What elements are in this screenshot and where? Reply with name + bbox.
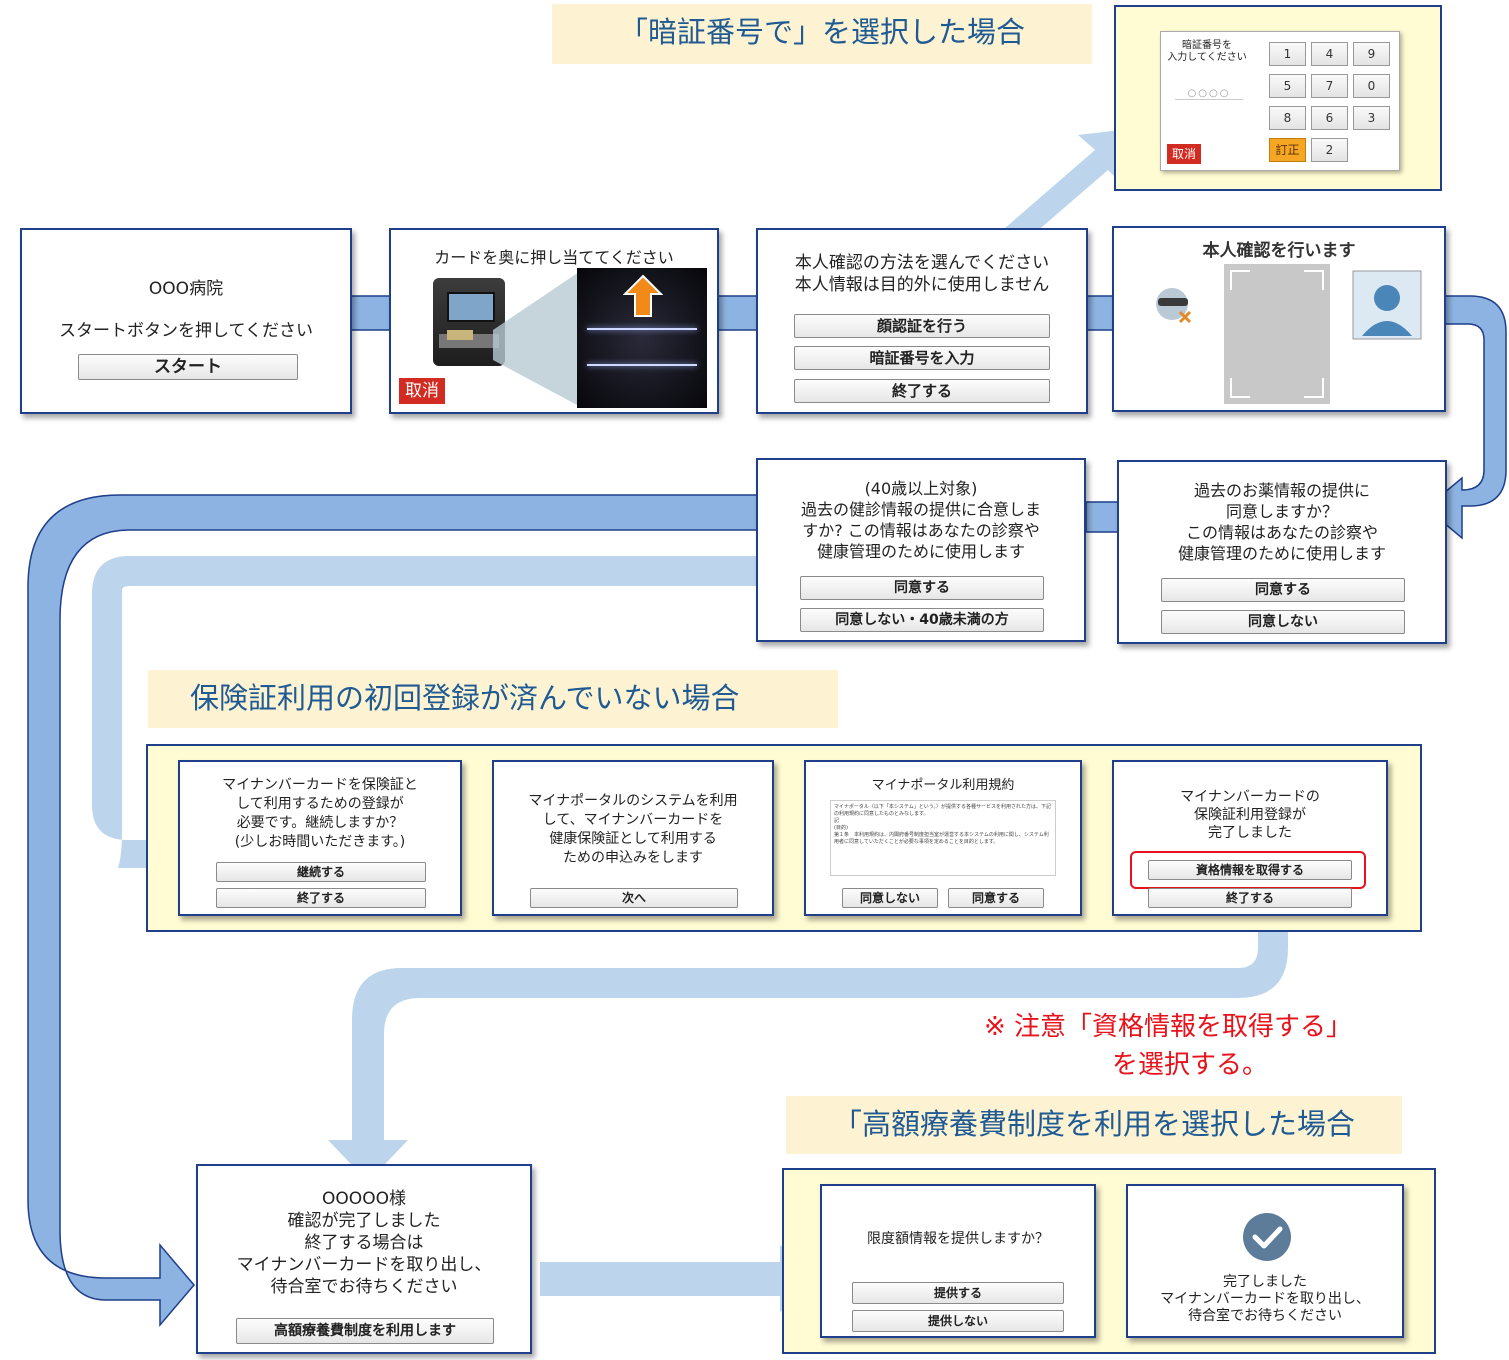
- checkup-agree-button[interactable]: 同意する: [800, 576, 1044, 600]
- pin-screen: 暗証番号を 入力してください ○○○○ 1 4 9 5 7 0 8 6 3 訂正…: [1160, 31, 1400, 171]
- arrow-to-final: [328, 918, 1288, 1182]
- banner-high-cost: 「高額療養費制度を利用を選択した場合: [786, 1096, 1402, 1154]
- medicine-disagree-button[interactable]: 同意しない: [1161, 610, 1405, 634]
- key-6[interactable]: 6: [1311, 106, 1348, 130]
- key-5[interactable]: 5: [1269, 74, 1306, 98]
- not-provide-button[interactable]: 提供しない: [852, 1310, 1064, 1332]
- medicine-message: 過去のお薬情報の提供に 同意しますか？ この情報はあなたの診察や 健康管理のため…: [1177, 481, 1386, 563]
- screen-method: 本人確認の方法を選んでください 本人情報は目的外に使用しません 顔認証を行う 暗…: [756, 228, 1088, 414]
- provide-button[interactable]: 提供する: [852, 1282, 1064, 1304]
- key-0[interactable]: 0: [1353, 74, 1390, 98]
- connector-medicine-checkup: [1085, 501, 1121, 533]
- key-1[interactable]: 1: [1269, 42, 1306, 66]
- arrow-to-pin: [1005, 128, 1138, 246]
- method-end-button[interactable]: 終了する: [794, 379, 1050, 403]
- key-3[interactable]: 3: [1353, 106, 1390, 130]
- registration-complete-end-button[interactable]: 終了する: [1148, 888, 1352, 908]
- screen-checkup-consent: (40歳以上対象) 過去の健診情報の提供に合意しま すか? この情報はあなたの診…: [756, 458, 1086, 642]
- start-message: スタートボタンを押してください: [59, 321, 313, 341]
- key-8[interactable]: 8: [1269, 106, 1306, 130]
- start-button[interactable]: スタート: [78, 354, 298, 380]
- terms-agree-button[interactable]: 同意する: [948, 888, 1044, 908]
- arrow-to-limit: [540, 1245, 822, 1312]
- arrow-uturn-right: [1424, 295, 1507, 540]
- final-message: OOOOO様 確認が完了しました 終了する場合は マイナンバーカードを取り出し、…: [236, 1189, 492, 1297]
- arrow-outer-loop: [27, 494, 759, 1328]
- high-cost-button[interactable]: 高額療養費制度を利用します: [236, 1318, 494, 1344]
- medicine-agree-button[interactable]: 同意する: [1161, 578, 1405, 602]
- key-2[interactable]: 2: [1311, 138, 1348, 162]
- connector-card-method: [717, 295, 761, 331]
- screen-limit: 限度額情報を提供しますか？ 提供する 提供しない: [820, 1184, 1096, 1338]
- terms-title: マイナポータル利用規約: [871, 778, 1015, 793]
- screen-medicine-consent: 過去のお薬情報の提供に 同意しますか？ この情報はあなたの診察や 健康管理のため…: [1117, 460, 1447, 644]
- terms-disagree-button[interactable]: 同意しない: [842, 888, 938, 908]
- screen-final: OOOOO様 確認が完了しました 終了する場合は マイナンバーカードを取り出し、…: [196, 1164, 532, 1354]
- screen-done: 完了しました マイナンバーカードを取り出し、 待合室でお待ちください: [1126, 1184, 1404, 1338]
- screen-portal: マイナポータルのシステムを利用 して、マイナンバーカードを 健康保険証として利用…: [492, 760, 774, 916]
- screen-start: OOO病院 スタートボタンを押してください スタート: [20, 228, 352, 414]
- done-message: 完了しました マイナンバーカードを取り出し、 待合室でお待ちください: [1160, 1274, 1370, 1324]
- key-7[interactable]: 7: [1311, 74, 1348, 98]
- pin-dots: ○○○○: [1175, 88, 1243, 100]
- face-auth-button[interactable]: 顔認証を行う: [794, 314, 1050, 338]
- key-correct[interactable]: 訂正: [1269, 138, 1306, 162]
- face-title: 本人確認を行います: [1202, 241, 1356, 261]
- limit-message: 限度額情報を提供しますか？: [867, 1231, 1049, 1247]
- banner-pin-case: 「暗証番号で」を選択した場合: [552, 4, 1092, 64]
- screen-face-auth: 本人確認を行います: [1112, 226, 1446, 412]
- screen-registration-complete: マイナンバーカードの 保険証利用登録が 完了しました 資格情報を取得する 終了す…: [1112, 760, 1388, 916]
- no-glasses-icon: [1156, 288, 1192, 324]
- key-4[interactable]: 4: [1311, 42, 1348, 66]
- card-reader-image: [433, 278, 505, 366]
- register-message: マイナンバーカードを保険証と して利用するための登録が 必要です。継続しますか？…: [222, 777, 418, 850]
- key-9[interactable]: 9: [1353, 42, 1390, 66]
- connector-method-face: [1085, 295, 1117, 331]
- connector-start-card: [349, 295, 393, 331]
- card-slot-image: [577, 268, 707, 408]
- portal-message: マイナポータルのシステムを利用 して、マイナンバーカードを 健康保険証として利用…: [528, 793, 738, 866]
- screen-register-confirm: マイナンバーカードを保険証と して利用するための登録が 必要です。継続しますか？…: [178, 760, 462, 916]
- portal-next-button[interactable]: 次へ: [530, 888, 738, 908]
- zoom-cone: [493, 272, 579, 406]
- screen-terms: マイナポータル利用規約 マイナポータル（以下「本システム」という。）が提供する各…: [804, 760, 1082, 916]
- register-end-button[interactable]: 終了する: [216, 888, 426, 908]
- pin-cancel-button[interactable]: 取消: [1167, 144, 1201, 164]
- method-message: 本人確認の方法を選んでください 本人情報は目的外に使用しません: [794, 253, 1050, 295]
- get-qualification-button[interactable]: 資格情報を取得する: [1148, 860, 1352, 880]
- note-line2: を選択する。: [1112, 1050, 1269, 1080]
- pin-panel: 暗証番号を 入力してください ○○○○ 1 4 9 5 7 0 8 6 3 訂正…: [1114, 5, 1442, 191]
- up-arrow-icon: [623, 274, 663, 317]
- card-cancel-button[interactable]: 取消: [399, 378, 445, 404]
- banner-first-registration: 保険証利用の初回登録が済んでいない場合: [148, 670, 838, 728]
- camera-frame: [1224, 264, 1330, 404]
- screen-card-insert: カードを奥に押し当ててください 取消: [389, 228, 719, 414]
- registration-complete-message: マイナンバーカードの 保険証利用登録が 完了しました: [1180, 789, 1320, 841]
- check-circle-icon: [1243, 1213, 1291, 1261]
- note-line1: ※ 注意「資格情報を取得する」: [984, 1012, 1353, 1042]
- register-continue-button[interactable]: 継続する: [216, 862, 426, 882]
- pin-entry-button[interactable]: 暗証番号を入力: [794, 346, 1050, 370]
- card-message: カードを奥に押し当ててください: [434, 248, 674, 267]
- pin-prompt: 暗証番号を 入力してください: [1167, 40, 1247, 63]
- checkup-message: (40歳以上対象) 過去の健診情報の提供に合意しま すか? この情報はあなたの診…: [800, 479, 1041, 561]
- checkup-disagree-button[interactable]: 同意しない・40歳未満の方: [800, 608, 1044, 632]
- face-photo-icon: [1352, 270, 1422, 340]
- terms-body: マイナポータル（以下「本システム」という。）が提供する各種サービスを利用された方…: [830, 800, 1056, 876]
- hospital-name: OOO病院: [148, 279, 224, 299]
